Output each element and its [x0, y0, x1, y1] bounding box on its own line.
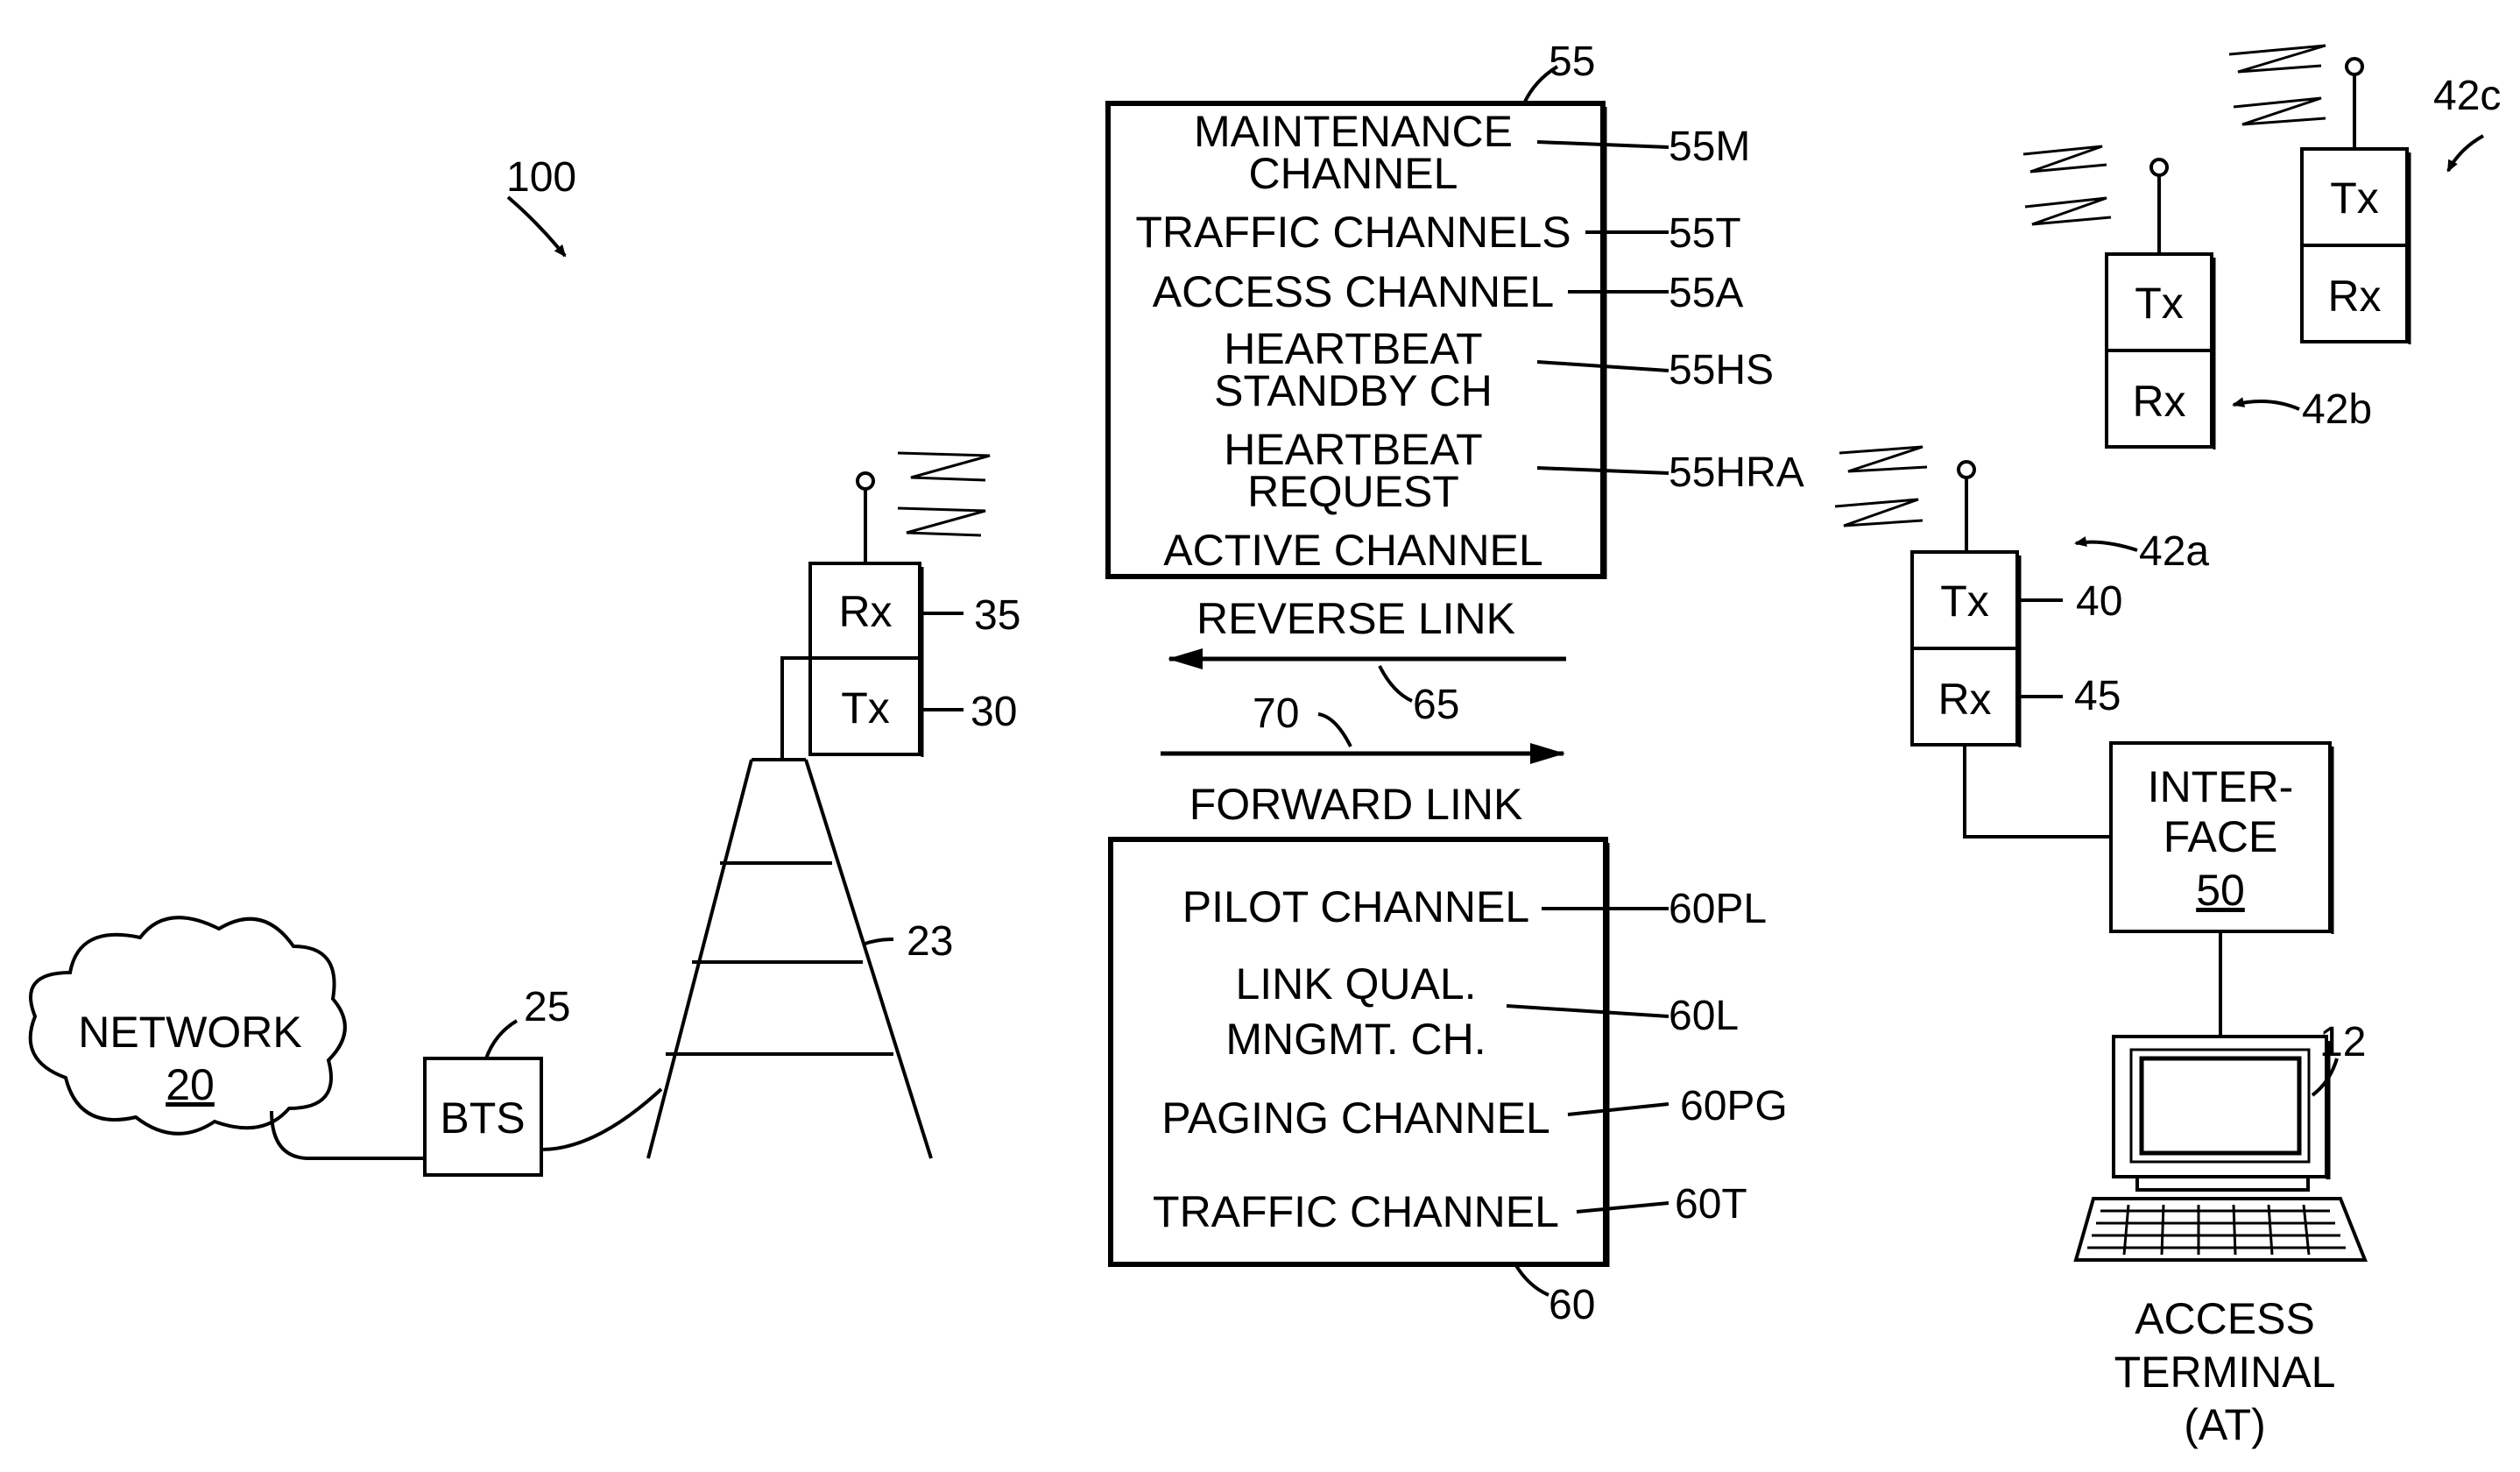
monitor-screen [2142, 1058, 2299, 1153]
access-terminal-line1: ACCESS [2135, 1294, 2315, 1343]
ref-60PL: 60PL [1669, 886, 1767, 932]
bts-tower-cable [541, 1089, 661, 1150]
row-55T-line1: TRAFFIC CHANNELS [1135, 208, 1571, 257]
tower-ref: 23 [907, 918, 953, 965]
forward-link-label: FORWARD LINK [1189, 780, 1523, 829]
t42a-rx-ref: 45 [2074, 673, 2121, 719]
leader-70 [1318, 714, 1351, 747]
leader-60PG [1568, 1104, 1669, 1115]
ref-60PG: 60PG [1680, 1083, 1788, 1129]
t42a-rx-label: Rx [1938, 675, 1991, 724]
network-number: 20 [166, 1060, 215, 1109]
keyboard-outline [2076, 1199, 2365, 1260]
bs-rx-label: Rx [838, 587, 892, 636]
forward-rows: PILOT CHANNEL LINK QUAL. MNGMT. CH. PAGI… [1153, 882, 1559, 1236]
leader-42c [2448, 136, 2483, 171]
tower-leg-left [648, 760, 752, 1158]
leader-65 [1380, 666, 1412, 701]
reverse-link-label: REVERSE LINK [1196, 594, 1515, 643]
forward-block-ref: 60 [1549, 1282, 1595, 1328]
bs-tx-ref: 30 [971, 689, 1017, 735]
access-terminal-line3: (AT) [2184, 1400, 2265, 1449]
t42a-tx-ref: 40 [2076, 578, 2122, 625]
t42c-ref: 42c [2433, 73, 2501, 119]
reverse-rows: MAINTENANCE CHANNEL TRAFFIC CHANNELS ACC… [1135, 107, 1571, 575]
t42a-antenna-tip [1959, 462, 1974, 478]
figure-ref-arrow [508, 197, 565, 256]
monitor-base [2137, 1177, 2308, 1190]
t42c-tx-label: Tx [2330, 173, 2379, 223]
bs-feed-line [782, 658, 810, 760]
monitor-screen-outer [2131, 1050, 2309, 1162]
ref-55HRA: 55HRA [1669, 449, 1804, 496]
interface-line1: INTER- [2148, 762, 2294, 811]
ref-55A: 55A [1669, 270, 1743, 316]
row-60T-line1: TRAFFIC CHANNEL [1153, 1187, 1559, 1236]
leader-60 [1515, 1264, 1549, 1295]
interface-number: 50 [2196, 866, 2245, 915]
bs-tx-label: Tx [841, 683, 890, 732]
bs-wave-2 [898, 508, 985, 535]
row-55M-line2: CHANNEL [1249, 149, 1458, 198]
row-60PG-line1: PAGING CHANNEL [1161, 1093, 1550, 1143]
bts-label: BTS [440, 1093, 525, 1143]
row-55HS-line2: STANDBY CH [1214, 366, 1493, 415]
leader-42b [2234, 401, 2299, 409]
t42a-wave-1 [1839, 447, 1927, 471]
t42b-tx-label: Tx [2135, 279, 2184, 328]
figure-number: 100 [506, 154, 576, 201]
t42c-antenna-tip [2347, 59, 2362, 74]
reverse-block-ref: 55 [1549, 39, 1595, 85]
t42b-antenna-tip [2151, 159, 2167, 175]
t42c-wave-1 [2229, 46, 2326, 72]
computer-ref: 12 [2319, 1019, 2366, 1065]
row-60PL-line1: PILOT CHANNEL [1182, 882, 1529, 931]
t42b-rx-label: Rx [2132, 377, 2185, 426]
ref-55M: 55M [1669, 124, 1750, 170]
leader-60T [1577, 1203, 1669, 1212]
row-active-line1: ACTIVE CHANNEL [1163, 526, 1542, 575]
ref-60T: 60T [1675, 1181, 1747, 1228]
network-bts-cable [272, 1111, 425, 1158]
row-55HRA-line2: REQUEST [1247, 467, 1459, 516]
bs-antenna-tip [858, 473, 873, 489]
network-label: NETWORK [78, 1008, 302, 1057]
bs-wave-1 [898, 453, 990, 480]
interface-line2: FACE [2164, 812, 2278, 861]
row-60L-line2: MNGMT. CH. [1225, 1015, 1486, 1064]
t42b-wave-2 [2025, 198, 2111, 224]
t42a-interface-line [1965, 745, 2111, 837]
leader-60L [1507, 1006, 1669, 1016]
forward-link-ref: 70 [1253, 690, 1299, 737]
row-55A-line1: ACCESS CHANNEL [1153, 267, 1554, 316]
t42a-ref: 42a [2139, 528, 2209, 575]
leader-25 [486, 1021, 517, 1058]
bs-rx-ref: 35 [974, 592, 1020, 639]
leader-42a [2076, 542, 2137, 550]
reverse-link-ref: 65 [1413, 682, 1459, 728]
t42b-ref: 42b [2302, 386, 2372, 433]
t42c-wave-2 [2234, 98, 2326, 124]
t42a-tx-label: Tx [1940, 577, 1989, 626]
t42c-rx-label: Rx [2327, 272, 2381, 321]
t42a-wave-2 [1835, 499, 1923, 526]
ref-60L: 60L [1669, 993, 1739, 1039]
ref-55HS: 55HS [1669, 347, 1774, 393]
t42b-wave-1 [2023, 146, 2107, 172]
access-terminal-line2: TERMINAL [2114, 1348, 2336, 1397]
bts-ref: 25 [524, 984, 570, 1030]
row-60L-line1: LINK QUAL. [1235, 959, 1476, 1008]
leader-23 [863, 939, 893, 945]
ref-55T: 55T [1669, 210, 1741, 257]
